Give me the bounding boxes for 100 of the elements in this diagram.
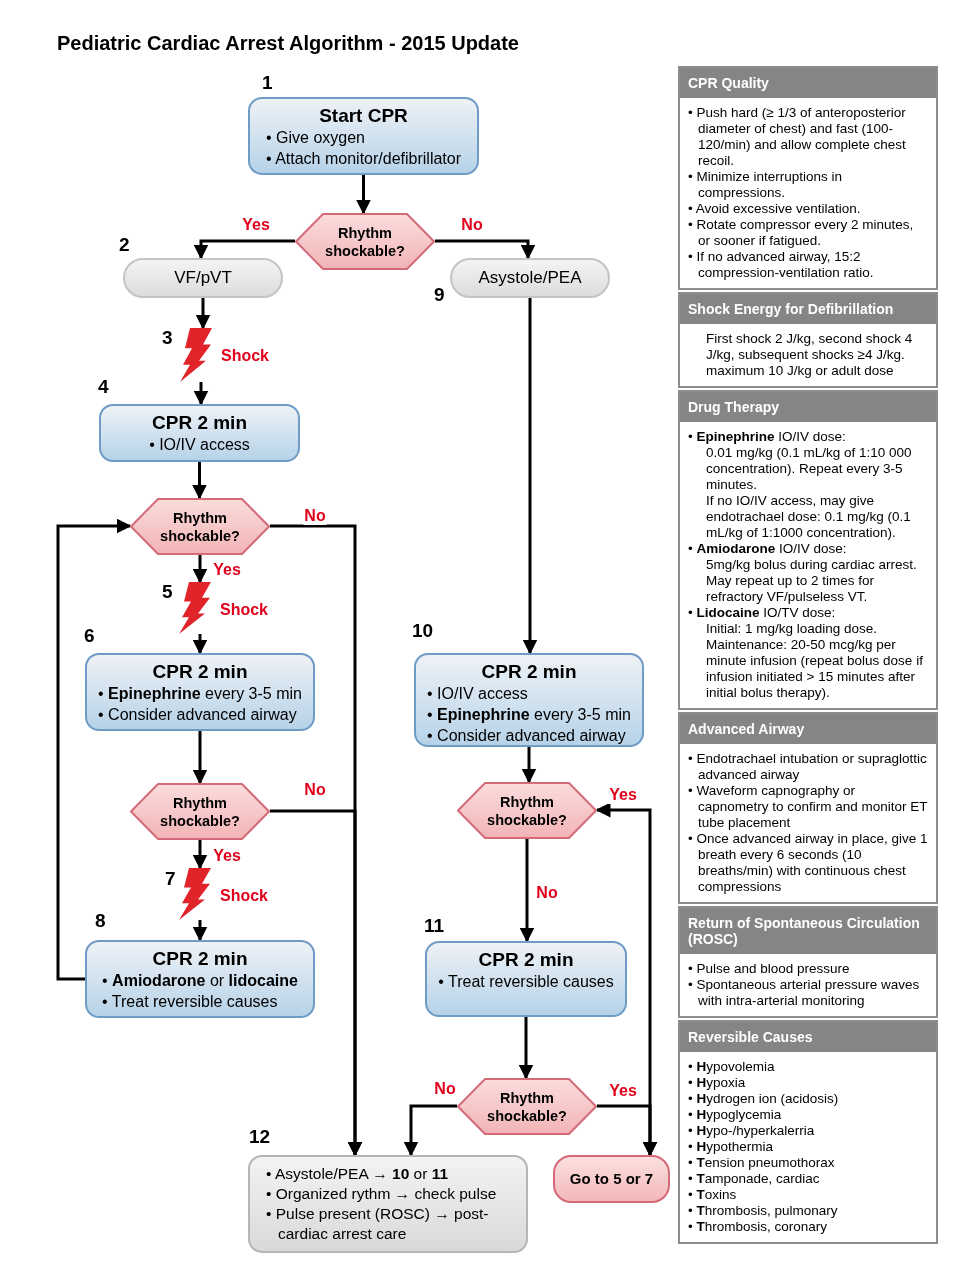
bullet-text: • Attach monitor/defibrillator <box>266 149 461 169</box>
bullet-text: • IO/IV access <box>427 684 528 704</box>
step-number: 3 <box>162 327 173 349</box>
panel-text: • Tension pneumothorax <box>688 1155 836 1171</box>
arrow <box>519 839 535 943</box>
goto-text: Go to 5 or 7 <box>569 1168 654 1189</box>
panel-header: Shock Energy for Defibrillation <box>680 294 936 324</box>
step-number: 5 <box>162 581 173 603</box>
rhythm-box <box>123 258 283 298</box>
bullet-text: • Organized rythm → check pulse <box>266 1184 498 1204</box>
panel-text: • Hypoglycemia <box>688 1107 783 1123</box>
shock-label: Shock <box>220 886 268 906</box>
decision-text: Rhythm shockable? <box>324 223 406 260</box>
info-panel <box>678 292 938 388</box>
panel-text: • Avoid excessive ventilation. <box>688 201 862 217</box>
decision-text: Rhythm shockable? <box>486 1088 568 1125</box>
panel-text: • Thrombosis, coronary <box>688 1219 829 1235</box>
info-panel <box>678 906 938 1018</box>
panel-text: • If no advanced airway, 15:2 compression-ventilation ratio. <box>688 249 875 281</box>
step-number: 8 <box>95 910 106 932</box>
box-heading: CPR 2 min <box>478 949 574 971</box>
rhythm-text: Asystole/PEA <box>478 267 582 290</box>
arrow <box>192 462 207 500</box>
panel-text: • Waveform capnography or capnometry to confirm and monitor ET tube placement <box>688 783 928 831</box>
process-box <box>85 940 315 1018</box>
box-heading: Start CPR <box>319 105 408 127</box>
panel-text: 0.01 mg/kg (0.1 mL/kg of 1:10 000 concentration). Repeat every 3-5 minutes. <box>705 445 913 493</box>
process-box <box>85 653 315 731</box>
step-number: 12 <box>249 1126 271 1148</box>
decision-text: Rhythm shockable? <box>159 793 241 830</box>
box-heading: CPR 2 min <box>152 948 248 970</box>
info-panel <box>678 1020 938 1244</box>
rhythm-text: VF/pVT <box>174 267 232 290</box>
arrow <box>195 298 211 330</box>
panel-header: Return of Spontaneous Circulation (ROSC) <box>680 908 936 954</box>
panel-text: 5mg/kg bolus during cardiac arrest. May repeat up to 2 times for refractory VF/pulseless VT. <box>705 557 918 605</box>
arrow <box>403 1104 457 1157</box>
panel-text: • Thrombosis, pulmonary <box>688 1203 839 1219</box>
bullet-text: • Epinephrine every 3-5 min <box>427 705 631 725</box>
rhythm-box <box>450 258 610 298</box>
bullet-text: • Amiodarone or lidocaine <box>102 971 298 991</box>
panel-text: First shock 2 J/kg, second shock 4 J/kg, subsequent shocks ≥4 J/kg. maximum 10 J/kg or adult dose <box>705 331 914 379</box>
bullet-text: • IO/IV access <box>149 435 250 455</box>
arrow <box>270 809 363 1157</box>
arrow <box>192 555 208 584</box>
bullet-text: • Consider advanced airway <box>427 726 626 746</box>
panel-text: • Hydrogen ion (acidosis) <box>688 1091 840 1107</box>
decision-text: Rhythm shockable? <box>486 792 568 829</box>
arrow <box>192 634 208 655</box>
arrow <box>595 802 658 1157</box>
panel-text: • Hypoxia <box>688 1075 747 1091</box>
step-number: 11 <box>424 915 445 937</box>
panel-header: CPR Quality <box>680 68 936 98</box>
panel-header: Reversible Causes <box>680 1022 936 1052</box>
bullet-text: • Treat reversible causes <box>438 972 614 992</box>
arrow <box>192 920 208 942</box>
arrow <box>193 239 295 260</box>
panel-text: • Toxins <box>688 1187 738 1203</box>
bullet-text: • Treat reversible causes <box>102 992 278 1012</box>
panel-text: • Hypo-/hyperkalerria <box>688 1123 816 1139</box>
info-panel <box>678 390 938 710</box>
step-number: 7 <box>165 868 176 890</box>
step-number: 2 <box>119 234 130 256</box>
panel-text: • Hypothermia <box>688 1139 775 1155</box>
shock-label: Shock <box>221 346 269 366</box>
panel-text: • Rotate compressor every 2 minutes, or sooner if fatigued. <box>688 217 915 249</box>
panel-text: • Pulse and blood pressure <box>688 961 851 977</box>
bullet-text: • Pulse present (ROSC) → post-cardiac arrest care <box>266 1204 490 1244</box>
arrow <box>56 518 132 981</box>
edge-label: Yes <box>608 786 638 804</box>
process-box <box>425 941 627 1017</box>
panel-text: Initial: 1 mg/kg loading dose. <box>705 621 879 637</box>
bullet-text: • Epinephrine every 3-5 min <box>98 684 302 704</box>
step-number: 6 <box>84 625 95 647</box>
step-number: 1 <box>262 72 273 94</box>
arrow <box>193 382 209 406</box>
box-heading: CPR 2 min <box>152 412 247 434</box>
panel-header: Drug Therapy <box>680 392 936 422</box>
bullet-text: • Consider advanced airway <box>98 705 297 725</box>
box-heading: CPR 2 min <box>481 661 577 683</box>
goto-box <box>553 1155 670 1203</box>
panel-text: If no IO/IV access, may give endotrachael dose: 0.1 mg/kg (0.1 mL/kg of 1:1000 concentration). <box>705 493 912 541</box>
panel-text: • Lidocaine IO/TV dose: <box>688 605 837 621</box>
decision-text: Rhythm shockable? <box>159 508 241 545</box>
panel-text: • Endotrachael intubation or supraglottic advanced airway <box>688 751 928 783</box>
process-box <box>99 404 300 462</box>
panel-text: Maintenance: 20-50 mcg/kg per minute infusion (repeat bolus dose if infusion initiated > 15 minutes after initial bolus therapy). <box>705 637 924 701</box>
shock-label: Shock <box>220 600 268 620</box>
arrow <box>522 298 538 655</box>
bullet-text: • Asystole/PEA → 10 or 11 <box>266 1164 450 1184</box>
step-number: 4 <box>98 376 109 398</box>
panel-text: • Epinephrine IO/IV dose: <box>688 429 847 445</box>
box-heading: CPR 2 min <box>152 661 248 683</box>
info-panel <box>678 66 938 290</box>
arrow <box>192 840 208 870</box>
title: Pediatric Cardiac Arrest Algorithm - 2015 Update <box>57 31 519 56</box>
process-box <box>414 653 644 747</box>
info-panel <box>678 712 938 904</box>
panel-text: • Minimize interruptions in compressions. <box>688 169 844 201</box>
panel-text: • Tamponade, cardiac <box>688 1171 821 1187</box>
